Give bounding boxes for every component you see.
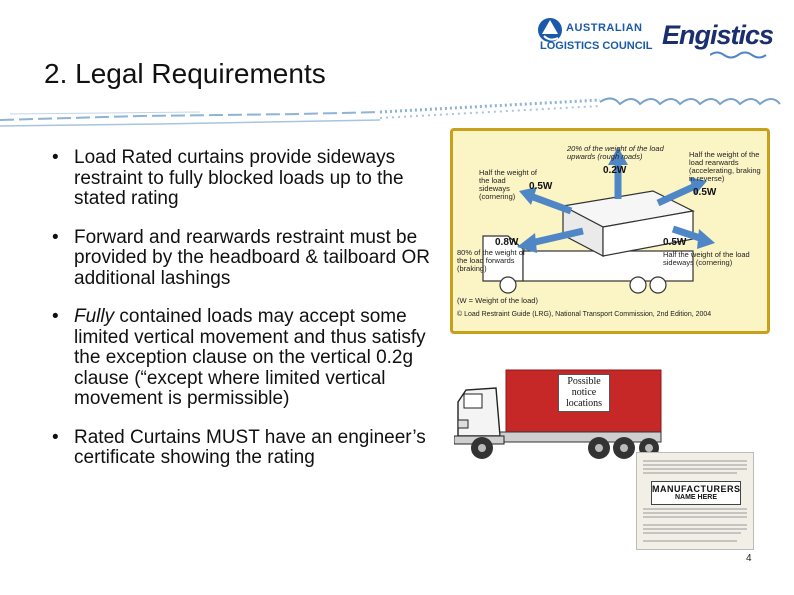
bullet-dot: • — [52, 147, 59, 168]
bullet-text: contained loads may accept some limited … — [74, 306, 426, 409]
engistics-wordmark: Engistics — [662, 20, 774, 50]
diagram-credit: © Load Restraint Guide (LRG), National T… — [457, 311, 712, 318]
bullet-list: • Load Rated curtains provide sideways re… — [52, 147, 432, 487]
certificate-subheading: NAME HERE — [674, 494, 717, 501]
alc-logo-line2: LOGISTICS COUNCIL — [540, 40, 653, 52]
upward-force-value: 0.2W — [603, 165, 627, 176]
sideways-force-value: 0.5W — [529, 181, 553, 192]
bullet-text: Load Rated curtains provide sideways res… — [74, 147, 404, 209]
upward-force-label: 20% of the weight of the load upwards (r… — [567, 144, 664, 161]
page-number: 4 — [746, 553, 752, 564]
bullet-item: • Load Rated curtains provide sideways re… — [52, 147, 432, 210]
forward-force-label: 80% of the weight of the load forwards (… — [457, 248, 525, 273]
bullet-emphasis: Fully — [74, 306, 115, 327]
page-title: 2. Legal Requirements — [44, 58, 326, 89]
notice-location-sign: Possible notice locations — [558, 374, 610, 412]
rearward-force-label: Half the weight of the load rearwards (a… — [689, 150, 761, 183]
alc-logo: AUSTRALIAN LOGISTICS COUNCIL — [536, 14, 656, 62]
bullet-text: Forward and rearwards restraint must be … — [74, 226, 430, 289]
bullet-dot: • — [52, 426, 59, 448]
bullet-text: Rated Curtains MUST have an engineer’s c… — [74, 426, 426, 468]
engineer-certificate-image: MANUFACTURERS NAME HERE — [636, 452, 754, 550]
certificate-text-lines — [643, 460, 747, 542]
bullet-item: • Rated Curtains MUST have an engineer’s … — [52, 426, 432, 469]
certificate-manufacturer-box: MANUFACTURERS NAME HERE — [651, 481, 741, 505]
sideways-force-label: Half the weight of the load sideways (co… — [479, 168, 537, 201]
bullet-item: • Forward and rearwards restraint must be… — [52, 226, 432, 290]
diagram-legend: (W = Weight of the load) — [457, 296, 538, 305]
decorative-strap-divider — [0, 97, 781, 127]
bullet-item: • Fully contained loads may accept some l… — [52, 306, 432, 410]
certificate-heading: MANUFACTURERS — [652, 484, 741, 494]
bullet-dot: • — [52, 306, 59, 327]
curtain-truck-illustration: Possible notice locations — [453, 366, 664, 466]
rearward-force-value: 0.5W — [693, 187, 717, 198]
load-restraint-diagram: 20% of the weight of the load upwards (r… — [450, 128, 770, 334]
alc-logo-line1: AUSTRALIAN — [566, 22, 643, 34]
truck-load-arrows-illustration — [482, 147, 715, 294]
sideways-force-value-2: 0.5W — [663, 237, 687, 248]
bullet-dot: • — [52, 226, 59, 248]
sideways-force-label-2: Half the weight of the load sideways (co… — [663, 250, 750, 267]
engistics-logo: Engistics — [662, 20, 774, 60]
forward-force-value: 0.8W — [495, 237, 519, 248]
